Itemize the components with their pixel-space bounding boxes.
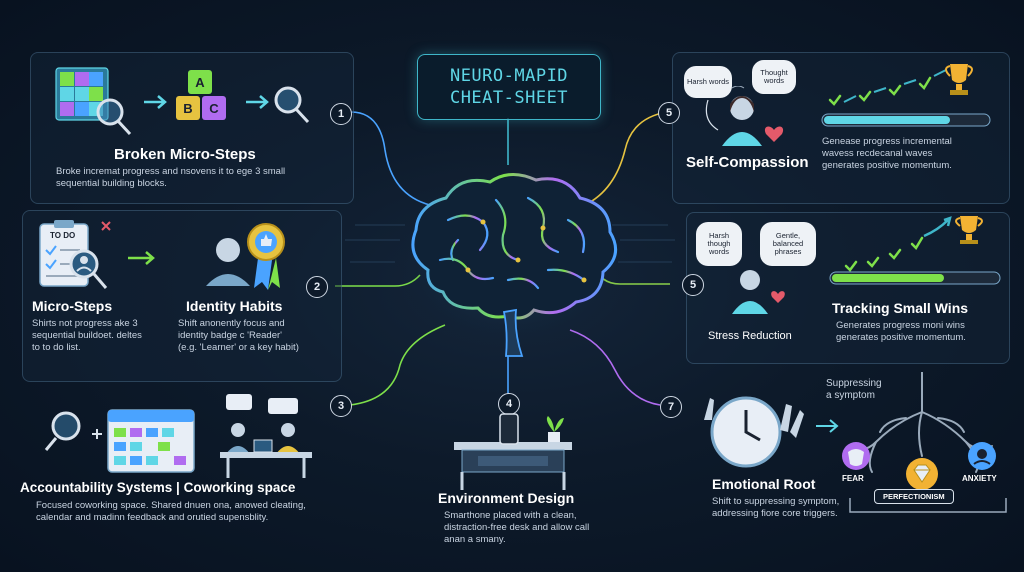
perfectionism-diamond-icon: [906, 458, 938, 490]
anxiety-icon: [968, 442, 996, 470]
arrow-icon: [816, 419, 839, 433]
badge-icon: [247, 223, 285, 290]
todo-illustration: [39, 220, 155, 289]
hands-icon: [704, 398, 804, 438]
progress-trophy-illustration: [821, 64, 991, 127]
heart-icon: [771, 291, 785, 303]
connector-3: [349, 324, 446, 406]
clock-icon: [710, 396, 782, 468]
self-compassion-title: Self-Compassion: [686, 154, 809, 171]
accountability-desc: Focused coworking space. Shared dnuen on…: [36, 500, 306, 523]
magnifier-icon: [96, 98, 132, 136]
environment-title: Environment Design: [438, 490, 575, 506]
identity-habits-desc: Shift anonently focus and identity badge…: [178, 318, 299, 353]
root-anxiety-label: ANXIETY: [962, 474, 997, 483]
step-number-1: 1: [330, 103, 352, 125]
header-line2: CHEAT-SHEET: [449, 88, 569, 108]
bubble-gentle-phrases: Gentle, balanced phrases: [760, 222, 816, 266]
desk-illustration: [454, 413, 572, 490]
self-compassion-desc: Genease progress incremental wavess recd…: [822, 136, 952, 171]
broken-micro-steps-desc: Broke incremat progress and nsovens it t…: [56, 166, 286, 189]
arrow-icon: [128, 251, 155, 265]
block-c: C: [202, 96, 226, 120]
step-number-5-mid: 5: [682, 274, 704, 296]
todo-label: TO DO: [50, 231, 76, 240]
emotional-root-desc: Shift to suppressing symptom, addressing…: [712, 496, 840, 519]
step-number-7: 7: [660, 396, 682, 418]
block-a: A: [188, 70, 212, 94]
smartphone-icon: [499, 413, 519, 445]
roots-illustration: [842, 372, 1007, 513]
micro-steps-desc: Shirts not progress ake 3 sequential bui…: [32, 318, 142, 353]
cheat-sheet-header: NEURO-MAPID CHEAT-SHEET: [417, 54, 601, 120]
block-b: B: [176, 96, 200, 120]
header-line1: NEURO-MAPID: [449, 66, 569, 86]
environment-desc: Smarthone placed with a clean, distracti…: [444, 510, 590, 545]
trophy-icon: [945, 64, 973, 95]
self-compassion-illustration: [705, 86, 784, 146]
accountability-title: Accountability Systems | Coworking space: [20, 480, 296, 495]
root-perfectionism-label: PERFECTIONISM: [874, 489, 954, 504]
bubble-harsh-thought: Harsh though words: [696, 222, 742, 266]
step-number-3: 3: [330, 395, 352, 417]
fear-mask-icon: [842, 442, 870, 470]
micro-steps-illustration: [55, 67, 167, 136]
connector-7: [569, 329, 661, 406]
stress-reduction-title: Stress Reduction: [708, 330, 792, 342]
connector-1: [350, 111, 431, 206]
suppressing-symptom-label: Suppressing a symptom: [826, 378, 882, 401]
bubble-harsh-words: Harsh words: [684, 66, 732, 98]
calendar-icon: [107, 409, 195, 473]
plus-icon: [92, 429, 102, 439]
arrow-icon: [144, 95, 167, 109]
arrow-magnifier-icon: [246, 86, 310, 124]
root-fear-label: FEAR: [842, 474, 864, 483]
stress-person-illustration: [732, 270, 785, 314]
micro-steps-title: Micro-Steps: [32, 298, 113, 314]
identity-habits-title: Identity Habits: [186, 298, 283, 314]
heart-icon: [764, 126, 784, 142]
magnifier-icon: [44, 411, 81, 451]
close-icon: [101, 221, 111, 231]
plant-icon: [546, 416, 564, 442]
coworking-icon: [220, 394, 312, 478]
identity-badge-illustration: [206, 223, 285, 290]
trophy-icon: [955, 216, 983, 244]
brain-icon: [391, 160, 631, 357]
step-number-2: 2: [306, 276, 328, 298]
step-number-5-top: 5: [658, 102, 680, 124]
tracking-desc: Generates progress moni wins generates p…: [836, 320, 966, 343]
bubble-thought-words: Thought words: [752, 60, 796, 94]
tracking-illustration: [829, 216, 1001, 285]
broken-micro-steps-title: Broken Micro-Steps: [114, 146, 256, 163]
emotional-root-title: Emotional Root: [712, 476, 816, 492]
abc-blocks-icon: A B C: [172, 70, 242, 130]
tracking-title: Tracking Small Wins: [832, 300, 969, 316]
cube-icon: [55, 67, 109, 121]
accountability-illustration: [44, 394, 312, 478]
emotional-root-illustration: [704, 396, 839, 468]
